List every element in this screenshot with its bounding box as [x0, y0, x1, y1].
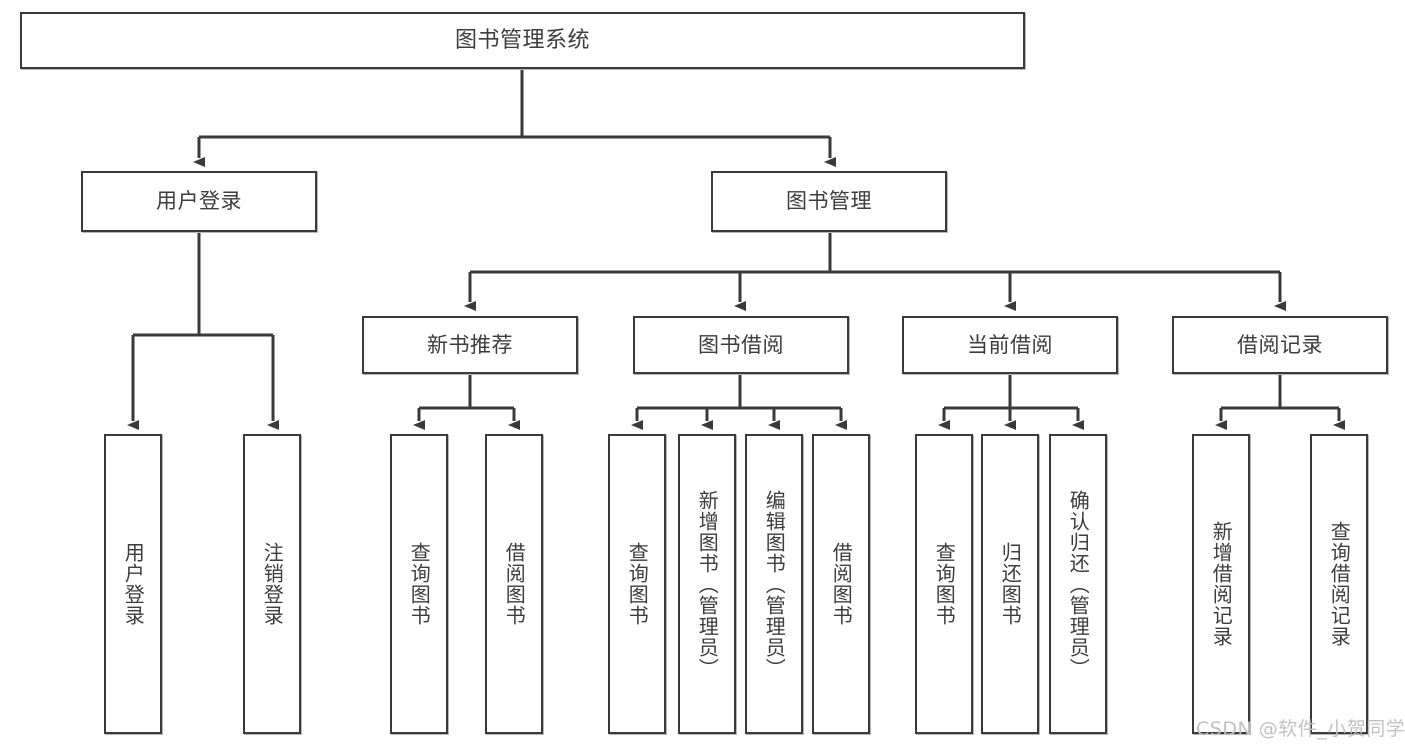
node-label: 归还图书 [998, 542, 1023, 626]
connector-group-root [193, 69, 836, 167]
leaf-edit-book-admin[interactable]: 编辑图书（管理员） [745, 434, 803, 734]
node-label: 图书借阅 [698, 332, 784, 357]
connector-group-borrow-record [1215, 374, 1345, 430]
leaf-add-book-admin[interactable]: 新增图书（管理员） [678, 434, 736, 734]
node-label: 编辑图书（管理员） [762, 489, 787, 679]
leaf-return-book[interactable]: 归还图书 [981, 434, 1039, 734]
leaf-borrow-book-recommend[interactable]: 借阅图书 [485, 434, 543, 734]
node-label: 查询图书 [625, 542, 650, 626]
connector-group-current-borrow [938, 374, 1084, 430]
node-label: 借阅图书 [829, 542, 854, 626]
node-label: 查询借阅记录 [1327, 521, 1352, 647]
node-label: 新增图书（管理员） [695, 489, 720, 679]
node-label: 当前借阅 [967, 332, 1053, 357]
node-label: 用户登录 [156, 189, 242, 214]
node-label: 借阅图书 [502, 542, 527, 626]
node-root-system[interactable]: 图书管理系统 [20, 12, 1025, 69]
node-new-book-recommend[interactable]: 新书推荐 [362, 316, 578, 374]
leaf-query-borrow-record[interactable]: 查询借阅记录 [1310, 434, 1368, 734]
connector-group-new-books [413, 374, 520, 430]
node-label: 注销登录 [260, 542, 285, 626]
node-label: 借阅记录 [1237, 332, 1323, 357]
leaf-query-book-borrow[interactable]: 查询图书 [608, 434, 666, 734]
node-label: 新书推荐 [427, 332, 513, 357]
leaf-add-borrow-record[interactable]: 新增借阅记录 [1192, 434, 1250, 734]
leaf-user-login[interactable]: 用户登录 [104, 434, 162, 734]
node-label: 确认归还（管理员） [1066, 489, 1091, 679]
connector-group-borrow-book [631, 374, 847, 430]
node-label: 用户登录 [121, 542, 146, 626]
connector-group-book-manage [464, 232, 1286, 311]
node-label: 图书管理 [786, 189, 872, 214]
node-book-management[interactable]: 图书管理 [711, 171, 947, 232]
node-label: 查询图书 [932, 542, 957, 626]
leaf-user-logout[interactable]: 注销登录 [243, 434, 301, 734]
leaf-query-book-current[interactable]: 查询图书 [915, 434, 973, 734]
leaf-confirm-return-admin[interactable]: 确认归还（管理员） [1049, 434, 1107, 734]
node-book-borrow[interactable]: 图书借阅 [633, 316, 849, 374]
leaf-borrow-book[interactable]: 借阅图书 [812, 434, 870, 734]
node-label: 新增借阅记录 [1209, 521, 1234, 647]
node-label: 查询图书 [407, 542, 432, 626]
node-current-borrow[interactable]: 当前借阅 [902, 316, 1118, 374]
connector-group-user-login [127, 232, 279, 430]
node-borrow-record[interactable]: 借阅记录 [1172, 316, 1388, 374]
node-user-login[interactable]: 用户登录 [81, 171, 317, 232]
watermark: CSDN @软件_小贺同学 [1196, 718, 1405, 740]
node-label: 图书管理系统 [454, 27, 590, 53]
leaf-query-book-recommend[interactable]: 查询图书 [390, 434, 448, 734]
